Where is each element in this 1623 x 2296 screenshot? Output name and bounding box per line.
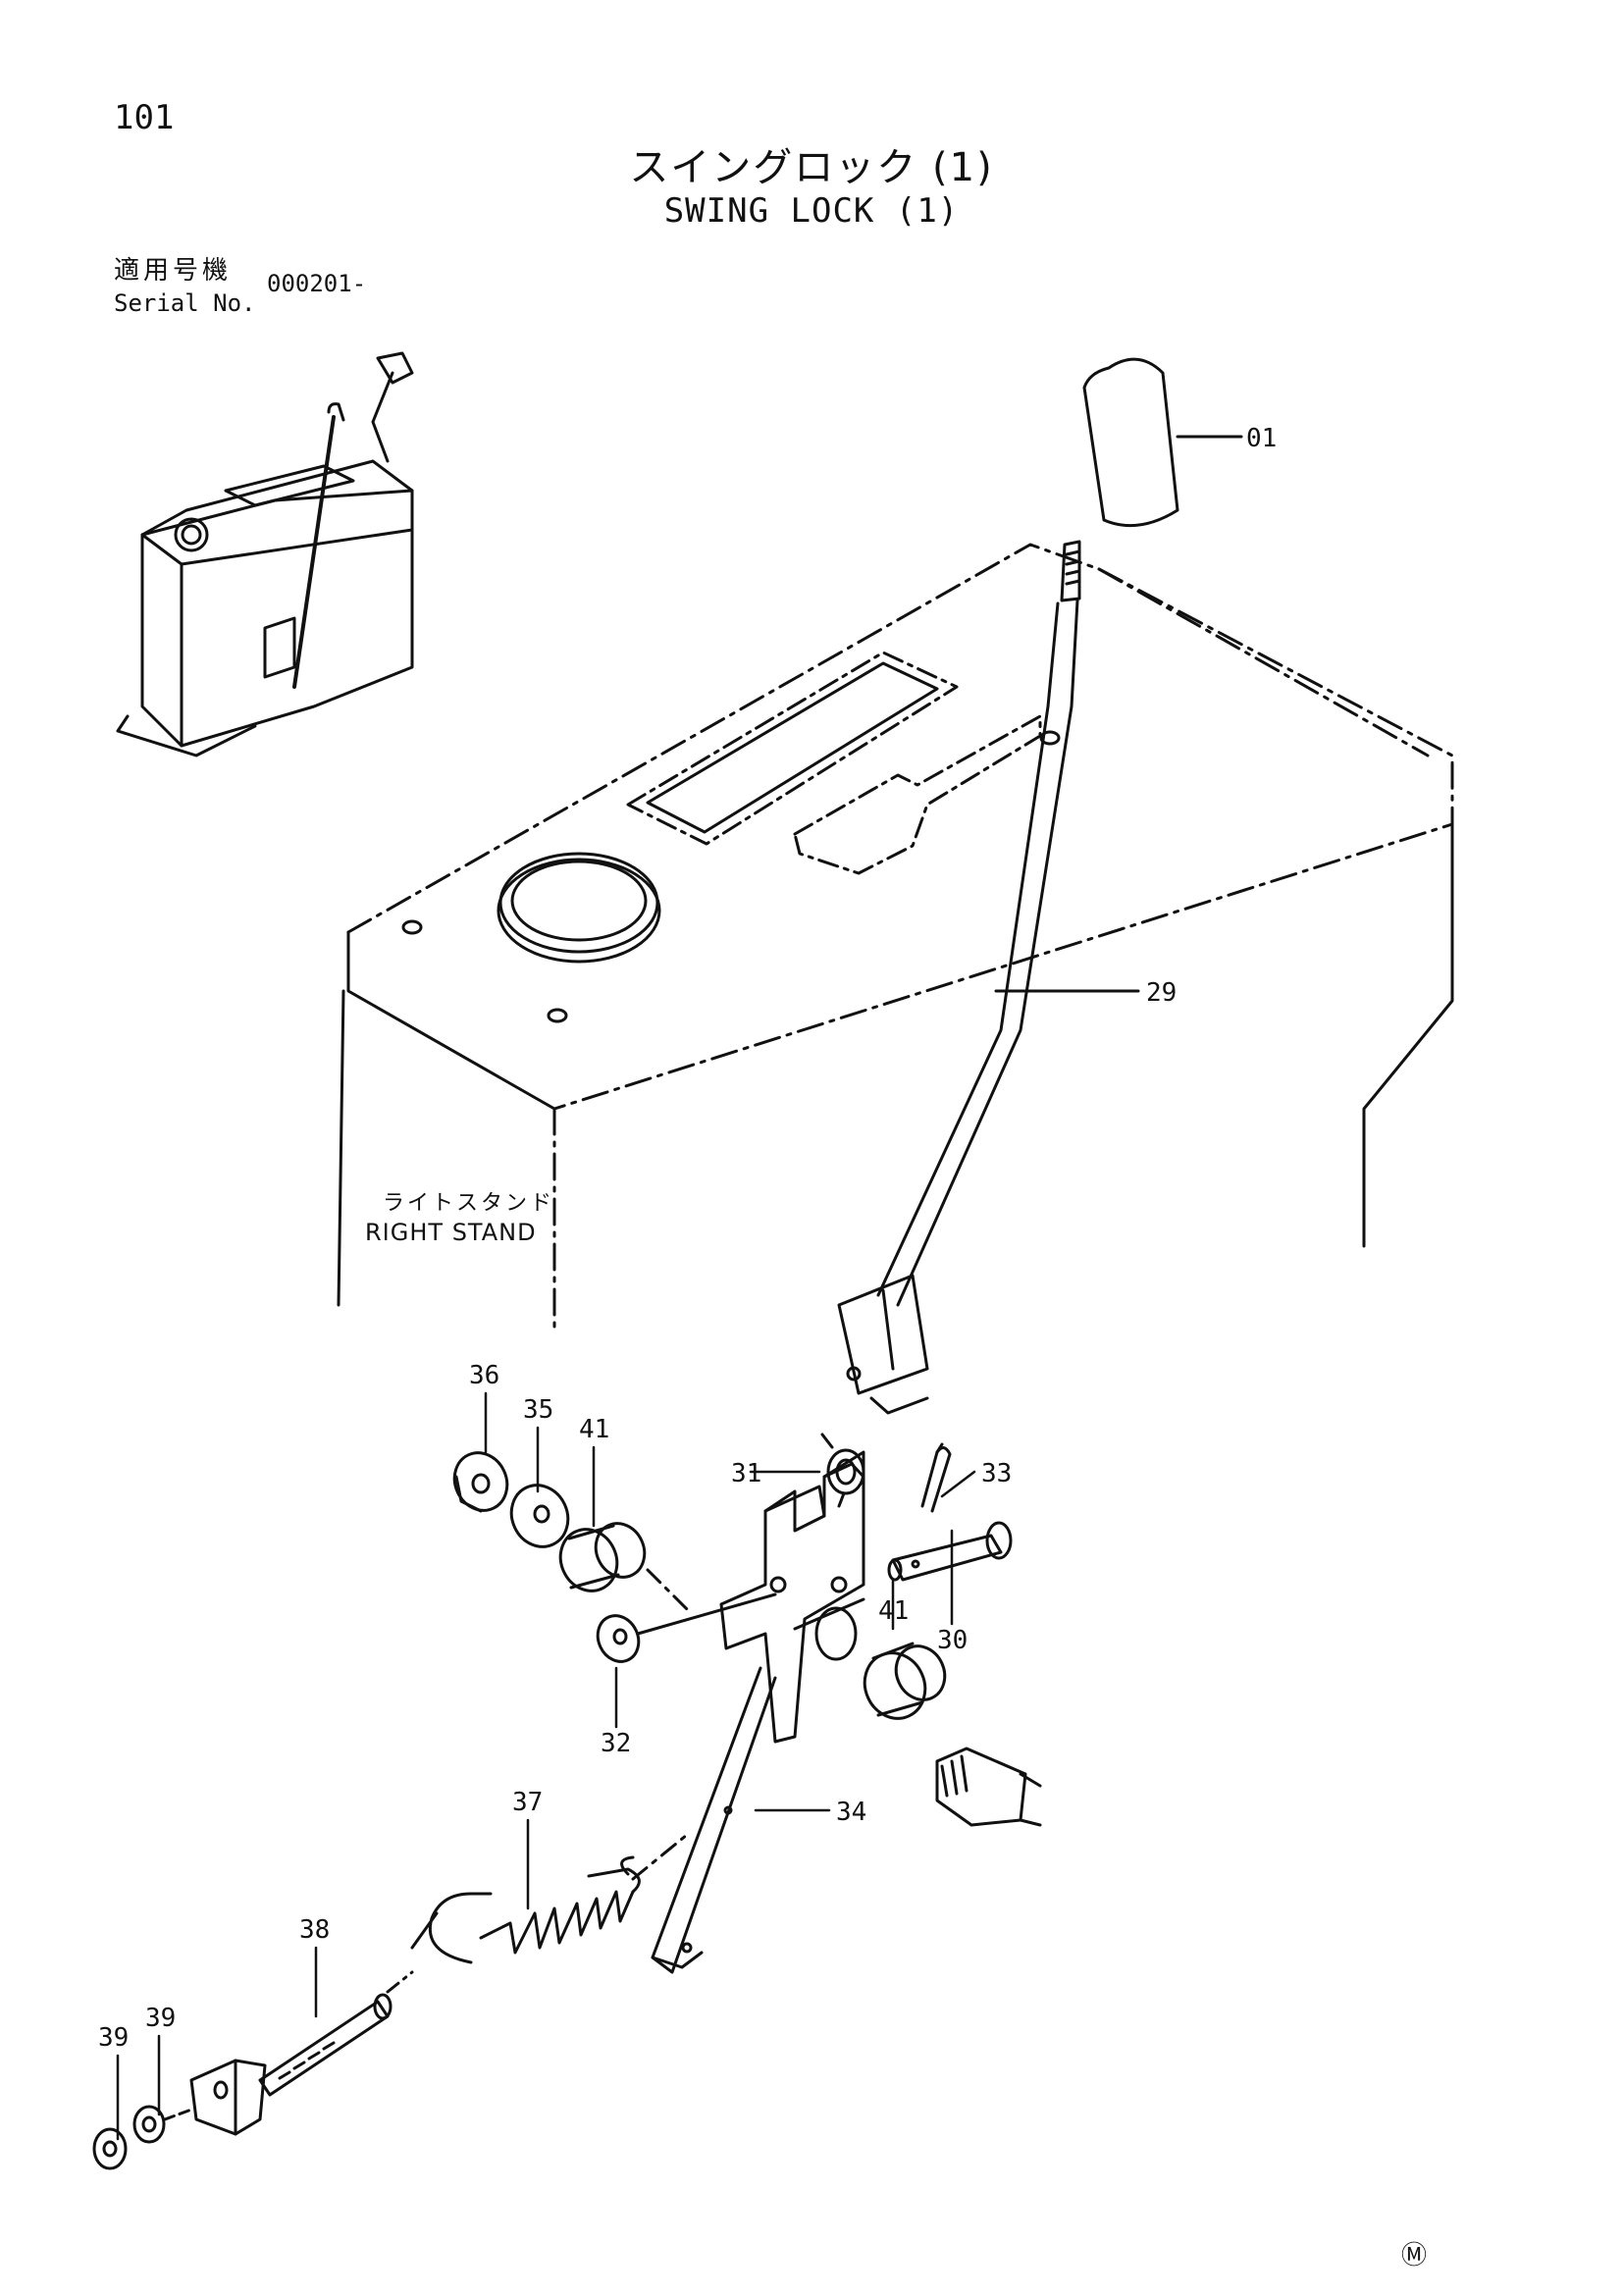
callout-31: 31 xyxy=(731,1459,761,1488)
inset-console-overview xyxy=(116,351,414,757)
part-39-nut-outer xyxy=(92,2127,128,2170)
callout-41-left: 41 xyxy=(579,1415,609,1444)
leader-lines xyxy=(116,1391,976,2141)
part-34-lever-bracket xyxy=(651,1450,865,1974)
callout-39-right: 39 xyxy=(145,2004,176,2033)
right-stand-console xyxy=(337,543,1454,1336)
callout-41-right: 41 xyxy=(878,1596,909,1626)
part-33-cotter-pin xyxy=(920,1442,952,1513)
callout-30: 30 xyxy=(937,1626,968,1655)
mounting-bolt xyxy=(935,1747,1042,1827)
right-stand-label-japanese: ライトスタンド xyxy=(383,1191,555,1216)
callout-35: 35 xyxy=(523,1395,553,1425)
bracket-plate xyxy=(189,2059,267,2136)
callout-29: 29 xyxy=(1146,978,1177,1008)
serial-label-japanese: 適用号機 xyxy=(114,256,233,286)
callout-38: 38 xyxy=(299,1915,330,1945)
callout-33: 33 xyxy=(981,1459,1012,1488)
part-35-washer xyxy=(509,1484,570,1548)
part-36-nut xyxy=(452,1451,509,1513)
callout-36: 36 xyxy=(469,1361,499,1390)
callout-numbers: 01 29 36 35 41 31 33 30 41 32 34 37 38 3… xyxy=(98,424,1277,2053)
part-32-washer xyxy=(596,1592,777,1663)
part-41-bushing-left xyxy=(558,1522,689,1611)
serial-label-english: Serial No. xyxy=(114,289,256,317)
callout-37: 37 xyxy=(512,1788,543,1817)
part-39-nut-inner xyxy=(132,2105,193,2144)
part-30-pin xyxy=(887,1521,1013,1582)
title-english: SWING LOCK (1) xyxy=(663,191,960,231)
serial-number-value: 000201- xyxy=(267,270,367,297)
title-japanese: スイングロック (1) xyxy=(629,145,994,190)
part-29-lever-rod xyxy=(837,540,1140,1415)
right-stand-label-english: RIGHT STAND xyxy=(365,1219,537,1246)
page-number: 101 xyxy=(114,98,175,137)
part-41-bushing-right xyxy=(863,1642,947,1720)
callout-34: 34 xyxy=(836,1798,866,1827)
part-01-knob xyxy=(1082,357,1243,528)
callout-01: 01 xyxy=(1246,424,1277,453)
part-37-spring xyxy=(410,1833,689,1964)
manufacturer-mark: Ⓜ xyxy=(1401,2241,1428,2270)
callout-39-left: 39 xyxy=(98,2023,129,2053)
callout-32: 32 xyxy=(601,1729,631,1758)
part-38-eyebolt xyxy=(258,1970,414,2097)
